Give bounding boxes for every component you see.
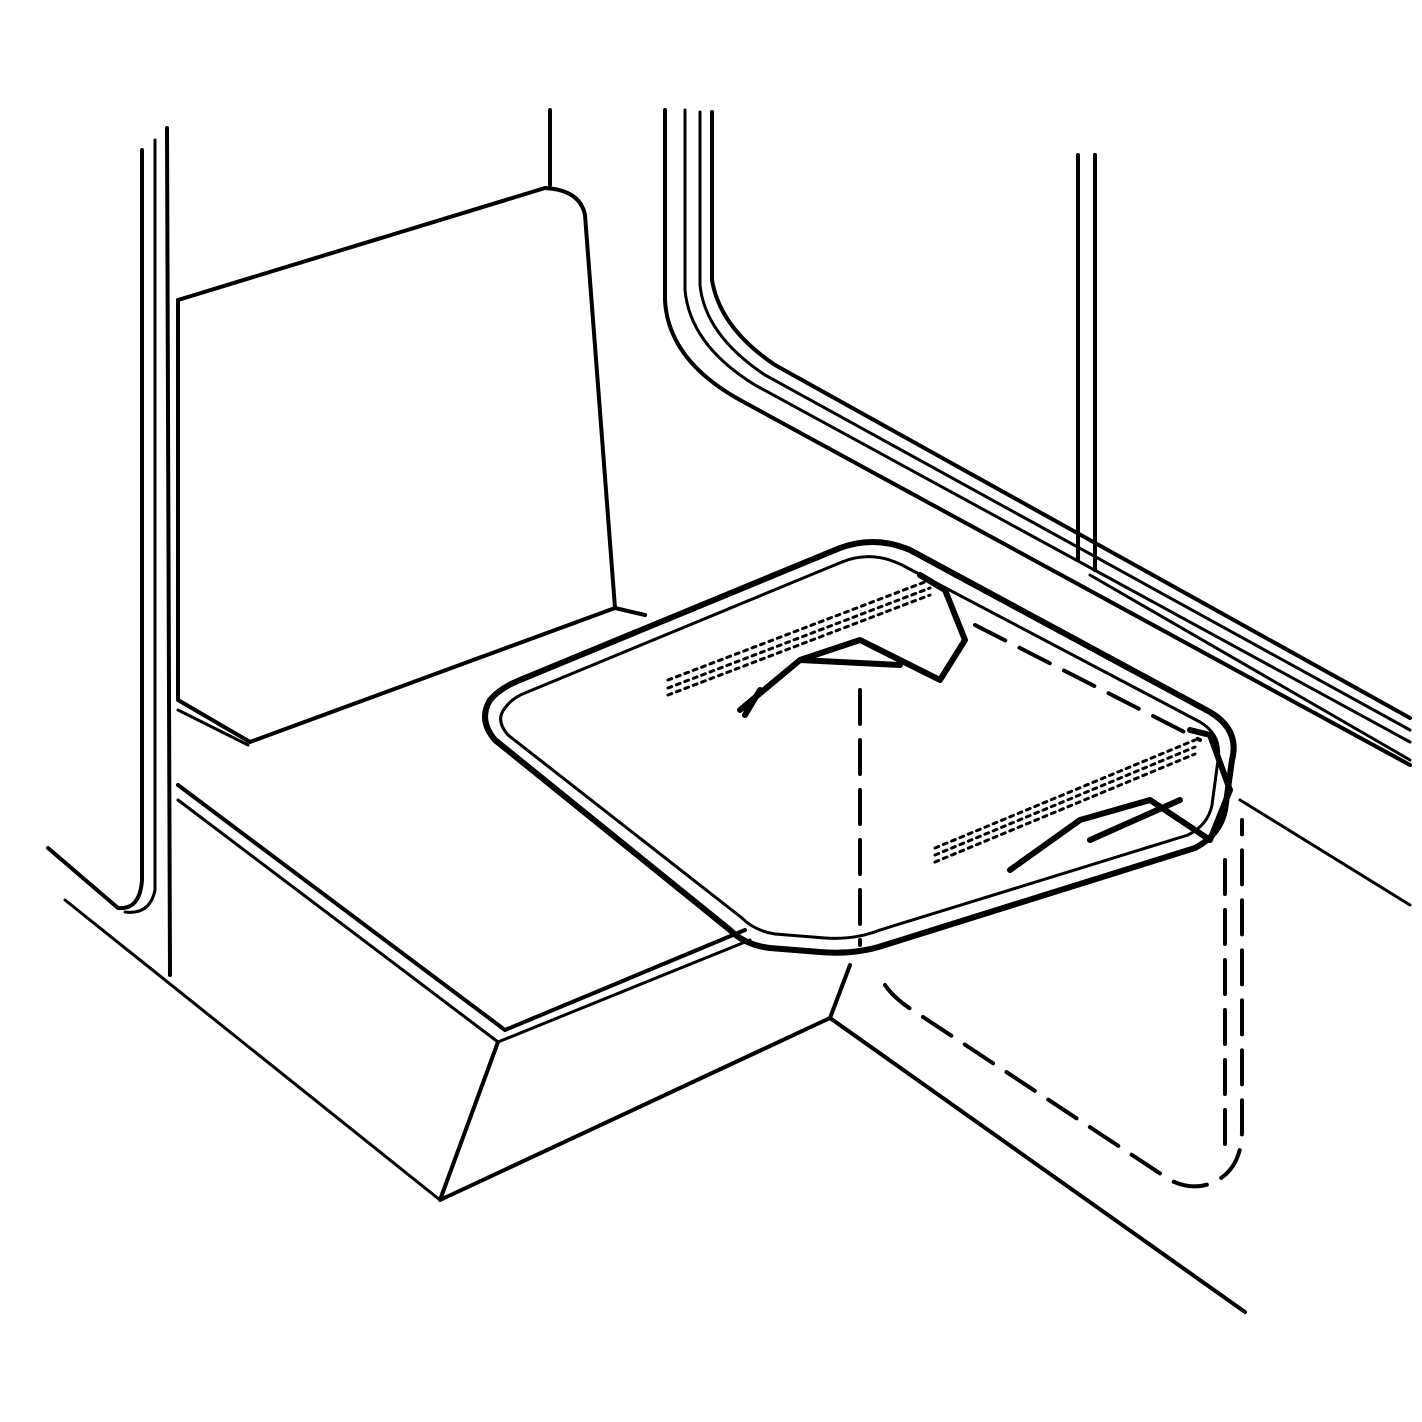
- table-brackets: [666, 572, 1233, 873]
- left-pillar: [46, 126, 442, 1202]
- folded-table-outline: [858, 623, 1244, 1189]
- seat-base: [176, 606, 1247, 1314]
- fold-out-table: [482, 538, 1237, 956]
- seat-back: [176, 108, 617, 747]
- window-frame: [663, 108, 1412, 907]
